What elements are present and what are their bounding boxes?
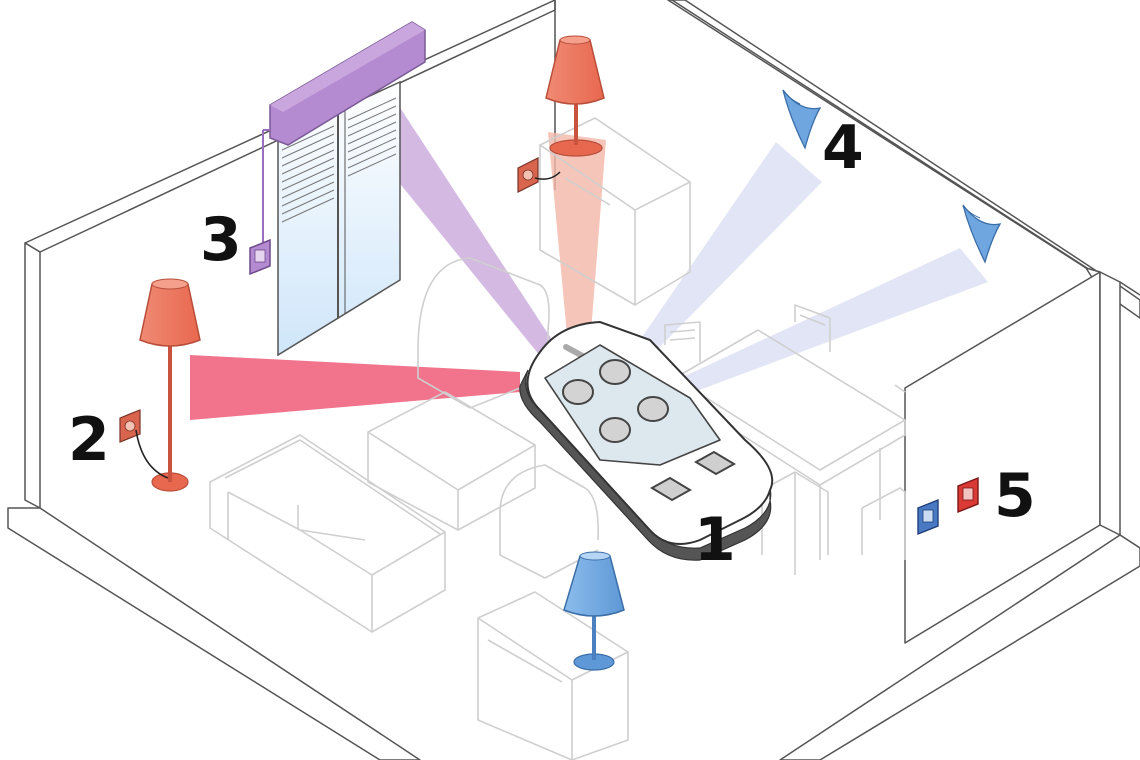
ceiling-spot-icon <box>782 89 822 150</box>
callout-floor-lamp: 2 <box>68 405 110 475</box>
window-blinds <box>281 97 397 223</box>
floor-slab-left <box>7 507 421 760</box>
callout-roller-shutter: 3 <box>200 205 242 275</box>
remote-round-button <box>562 379 594 405</box>
armchair-back <box>417 257 550 409</box>
beam-to-table-lamp <box>548 132 606 345</box>
remote-round-button <box>599 417 631 443</box>
remote-round-button <box>599 359 631 385</box>
wall-switch-icon <box>957 476 979 514</box>
remote-buttons <box>562 359 669 443</box>
floor-slab-right <box>779 534 1140 760</box>
remote-round-button <box>637 396 669 422</box>
table-lamp-icon <box>563 551 625 671</box>
beam-to-floor-lamp <box>190 355 520 420</box>
remote-screen <box>544 344 721 466</box>
right-partition-side <box>1099 271 1121 536</box>
wall-switch-icon <box>917 498 939 536</box>
front-cabinet <box>477 591 629 760</box>
wall-socket-icon <box>517 157 561 193</box>
callout-wall-switches: 5 <box>994 461 1036 531</box>
ottoman <box>367 391 536 531</box>
callout-remote: 1 <box>694 505 736 575</box>
left-wall-end <box>24 242 41 509</box>
remote-square-buttons <box>650 450 736 502</box>
furniture <box>209 117 906 760</box>
wall-switch-icon <box>249 238 271 276</box>
wall-socket-icon <box>119 409 169 479</box>
beam-to-spot-top <box>640 142 822 352</box>
ceiling-spot-icon <box>962 204 1002 264</box>
sofa <box>209 434 446 633</box>
remote-control-icon <box>519 320 774 561</box>
armchair-front <box>499 464 600 579</box>
floor-lamp-icon <box>139 278 201 492</box>
window <box>277 80 401 357</box>
roller-shutter-icon <box>262 21 426 245</box>
table-lamp-icon <box>545 35 605 157</box>
dining-chairs <box>664 304 906 575</box>
callout-ceiling-spots: 4 <box>822 113 864 183</box>
